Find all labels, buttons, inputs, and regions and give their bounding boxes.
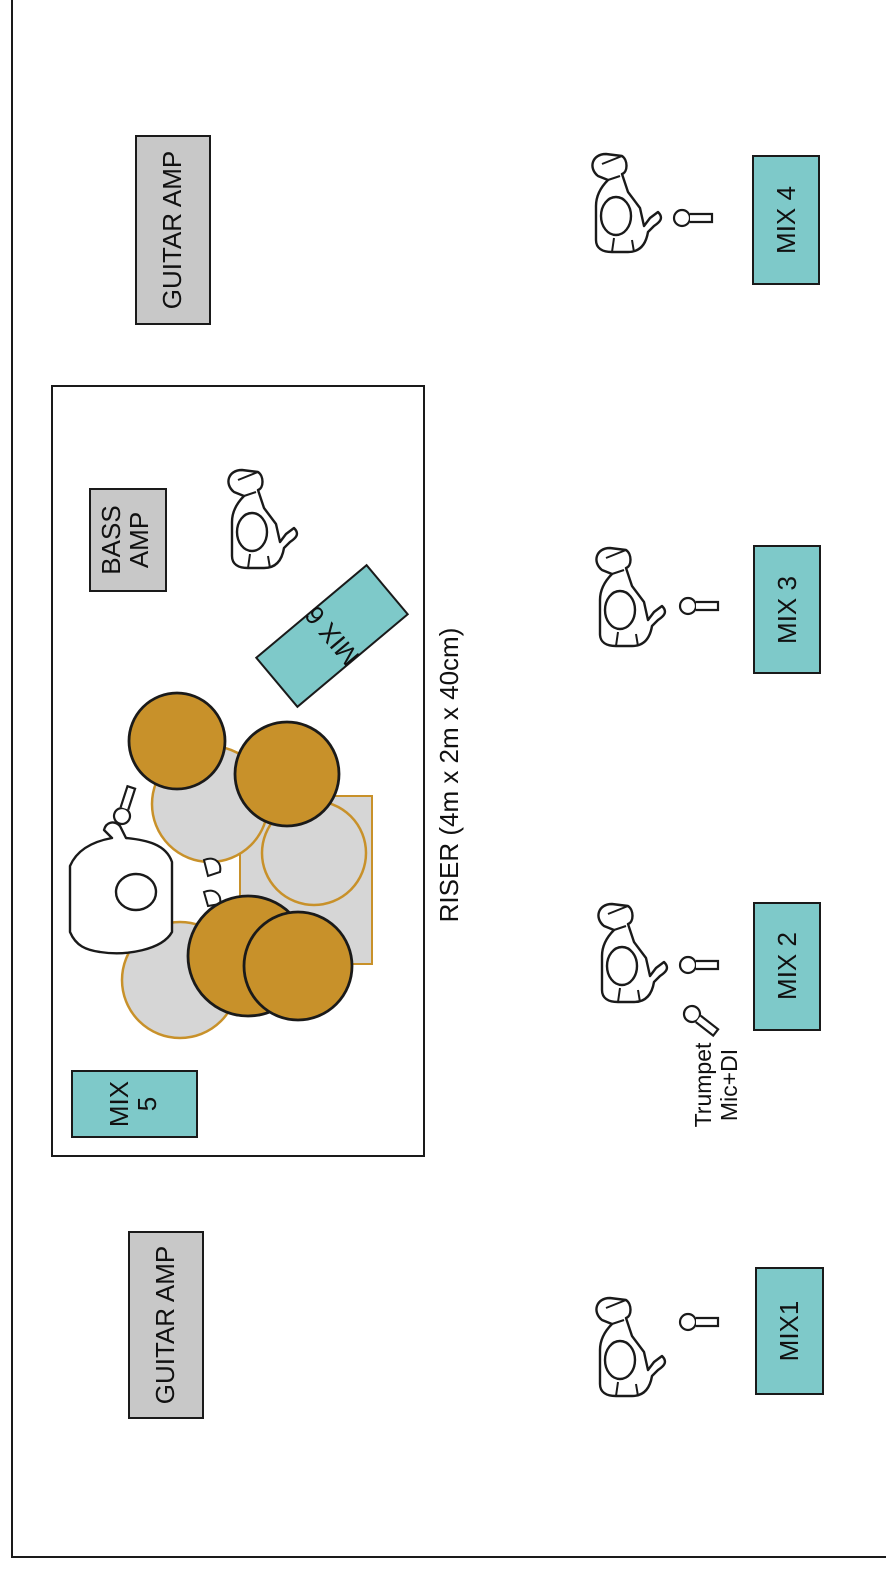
bass-amp-label-line1: BASS — [96, 505, 126, 574]
amplifier-icon: BASS AMP — [89, 488, 167, 592]
trumpet-label-line2: Mic+DI — [716, 1049, 742, 1121]
amplifier-icon: GUITAR AMP — [135, 135, 211, 325]
monitor-wedge-icon: MIX 2 — [753, 902, 821, 1031]
microphone-icon — [678, 1312, 720, 1332]
microphone-icon — [672, 208, 714, 228]
mix1-label: MIX1 — [774, 1301, 804, 1362]
drum-kit-icon — [68, 691, 373, 1040]
guitar-amp-top-label: GUITAR AMP — [157, 151, 187, 309]
stage-outline — [11, 0, 886, 1558]
riser — [51, 385, 425, 1157]
mix2-label: MIX 2 — [772, 932, 802, 1000]
monitor-wedge-icon: MIX1 — [755, 1267, 824, 1395]
mix4-label: MIX 4 — [771, 186, 801, 254]
guitar-amp-bottom-label: GUITAR AMP — [150, 1246, 180, 1404]
microphone-icon — [678, 955, 720, 975]
mix3-label: MIX 3 — [772, 576, 802, 644]
monitor-wedge-icon: MIX 3 — [753, 545, 821, 674]
riser-label: RISER (4m x 2m x 40cm) — [434, 628, 464, 923]
musician-icon — [597, 902, 669, 1004]
microphone-icon — [679, 1001, 722, 1040]
musician-icon — [227, 468, 299, 570]
monitor-wedge-icon: MIX 4 — [752, 155, 820, 285]
musician-icon — [595, 1296, 667, 1398]
amplifier-icon: GUITAR AMP — [128, 1231, 204, 1419]
musician-icon — [595, 546, 667, 648]
microphone-icon — [110, 783, 140, 828]
bass-amp-label-line2: AMP — [124, 512, 154, 568]
monitor-wedge-icon: MIX 5 — [71, 1070, 198, 1138]
microphone-icon — [678, 596, 720, 616]
mix5-label-line1: MIX — [104, 1081, 134, 1127]
mix5-label-line2: 5 — [132, 1097, 162, 1111]
trumpet-label-line1: Trumpet — [690, 1042, 716, 1127]
musician-icon — [591, 152, 663, 254]
monitor-wedge-icon: MIX 6 — [254, 563, 410, 709]
